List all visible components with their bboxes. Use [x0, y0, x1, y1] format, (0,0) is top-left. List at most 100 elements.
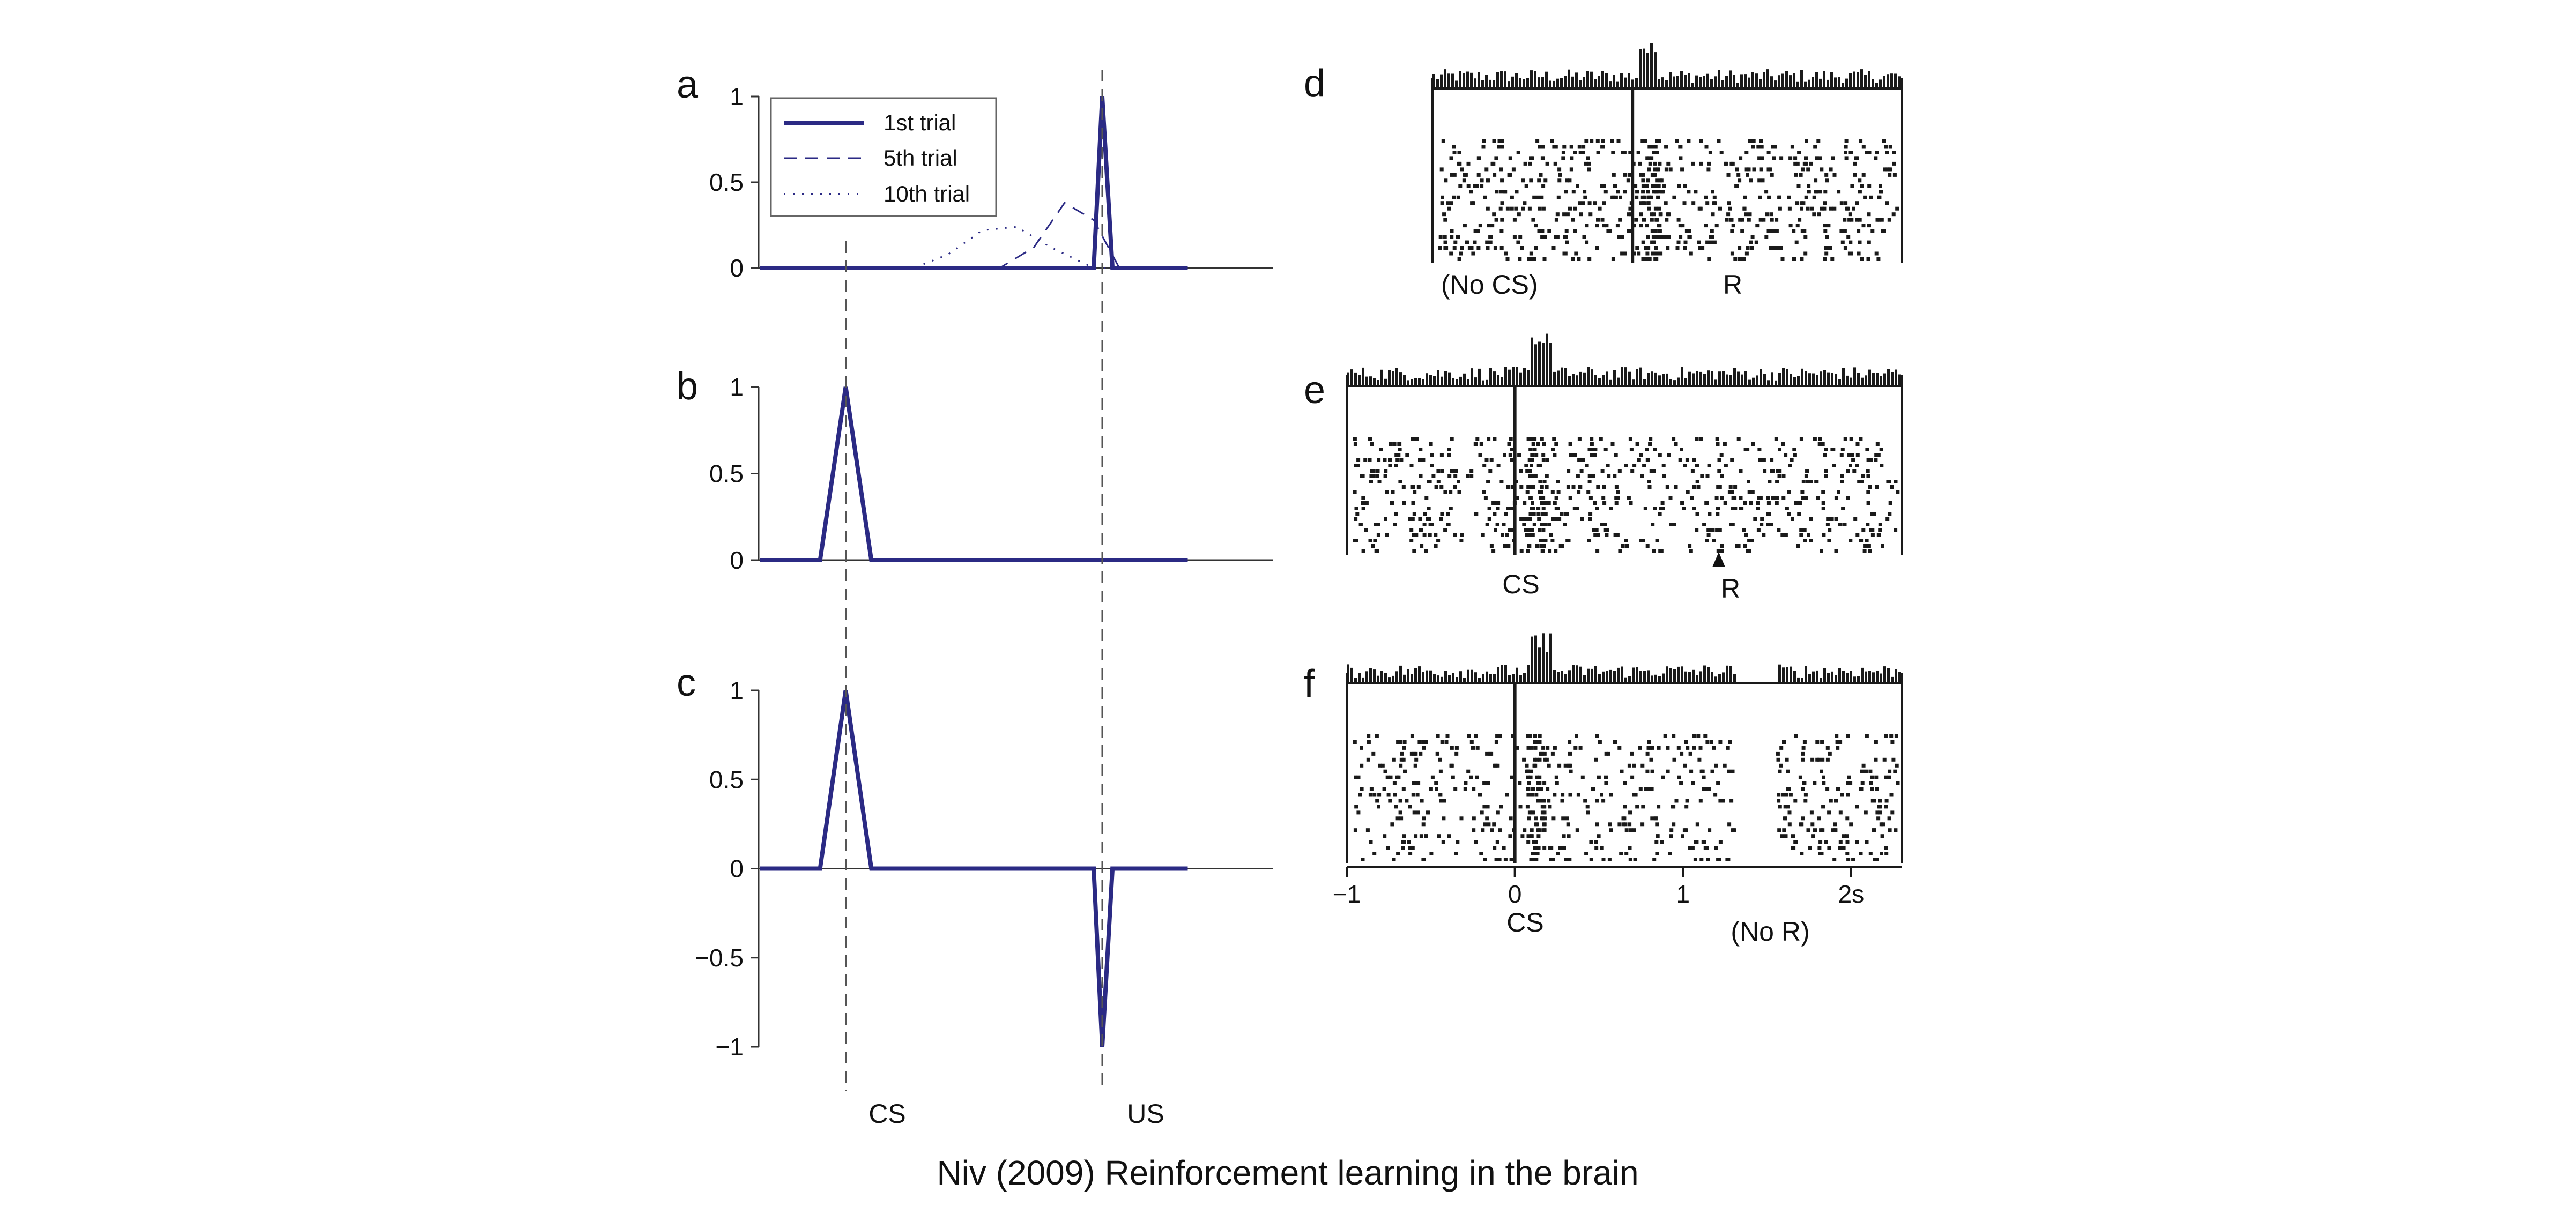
cs-axis-label: CS [868, 1099, 905, 1129]
spike-dot [1578, 485, 1583, 489]
spike-dot [1680, 448, 1683, 451]
spike-dot [1621, 816, 1625, 821]
spike-dot [1695, 437, 1699, 441]
spike-dot [1699, 858, 1704, 861]
spike-dot [1794, 173, 1798, 177]
histogram-bar [1628, 676, 1631, 683]
reward-label-d: R [1723, 270, 1742, 300]
spike-dot [1518, 235, 1523, 239]
spike-dot [1826, 517, 1830, 521]
spike-dot [1621, 544, 1625, 548]
histogram-bar [1602, 671, 1605, 683]
spike-dot [1679, 781, 1683, 785]
histogram-bar [1587, 668, 1590, 683]
histogram-bar [1684, 671, 1687, 683]
spike-dot [1837, 490, 1840, 494]
spike-dot [1497, 858, 1502, 861]
spike-dot [1874, 458, 1878, 462]
burst-dot [1526, 485, 1531, 489]
spike-dot [1627, 212, 1631, 217]
spike-dot [1720, 549, 1724, 553]
spike-dot [1678, 458, 1682, 462]
spike-dot [1719, 453, 1724, 457]
spike-dot [1804, 161, 1808, 166]
spike-dot [1417, 740, 1422, 744]
spike-dot [1724, 161, 1728, 166]
spike-dot [1609, 828, 1613, 832]
burst-dot [1542, 828, 1547, 832]
spike-dot [1664, 201, 1668, 205]
spike-dot [1803, 251, 1808, 256]
spike-dot [1806, 206, 1810, 211]
spike-dot [1860, 184, 1864, 188]
spike-dot [1580, 775, 1585, 779]
spike-dot [1894, 734, 1898, 738]
spike-dot [1617, 746, 1622, 750]
spike-dot [1684, 805, 1689, 809]
histogram-bar [1631, 79, 1634, 88]
spike-dot [1675, 246, 1680, 250]
spike-dot [1485, 523, 1489, 526]
spike-dot [1475, 184, 1479, 188]
spike-dot [1716, 512, 1720, 516]
spike-dot [1888, 145, 1892, 149]
spike-dot [1368, 437, 1372, 441]
spike-dot [1550, 490, 1555, 494]
spike-dot [1472, 787, 1476, 791]
spike-dot [1894, 528, 1898, 532]
spike-dot [1576, 793, 1580, 797]
spike-dot [1617, 469, 1622, 473]
spike-dot [1672, 523, 1676, 526]
spike-dot [1493, 437, 1497, 441]
spike-dot [1621, 822, 1625, 827]
histogram-bar [1591, 369, 1593, 386]
spike-dot [1843, 523, 1847, 526]
spike-dot [1884, 852, 1889, 855]
histogram-bar [1673, 380, 1676, 386]
spike-dot [1857, 251, 1861, 256]
histogram-bar [1703, 374, 1706, 386]
spike-dot [1692, 458, 1696, 462]
spike-dot [1595, 799, 1599, 803]
spike-dot [1775, 496, 1779, 500]
histogram-bar [1695, 75, 1698, 88]
spike-dot [1800, 490, 1805, 494]
spike-dot [1888, 167, 1892, 172]
spike-dot [1698, 206, 1703, 211]
burst-dot [1645, 251, 1650, 256]
spike-dot [1727, 822, 1732, 827]
histogram-bar [1775, 380, 1777, 386]
spike-dot [1655, 539, 1659, 542]
histogram-bar [1793, 377, 1796, 386]
spike-dot [1600, 469, 1605, 473]
spike-dot [1481, 828, 1485, 832]
spike-dot [1496, 507, 1500, 510]
spike-dot [1849, 539, 1853, 542]
spike-dot [1684, 229, 1689, 233]
spike-dot [1866, 469, 1870, 473]
histogram-bar [1395, 368, 1398, 386]
spike-dot [1553, 793, 1557, 797]
spike-dot [1668, 496, 1673, 500]
spike-dot [1583, 195, 1587, 199]
spike-dot [1585, 240, 1589, 244]
histogram-bar [1636, 369, 1638, 386]
spike-dot [1536, 828, 1540, 832]
spike-dot [1843, 246, 1847, 250]
burst-dot [1525, 763, 1529, 768]
spike-dot [1867, 544, 1871, 548]
spike-dot [1419, 834, 1423, 838]
histogram-bar [1621, 666, 1623, 683]
burst-dot [1530, 793, 1534, 797]
histogram-bar [1838, 77, 1840, 88]
histogram-bar [1369, 376, 1372, 386]
histogram-bar [1665, 80, 1668, 88]
histogram-bar [1744, 74, 1747, 88]
histogram-bar [1466, 71, 1469, 88]
spike-dot [1603, 523, 1607, 526]
histogram-bar [1688, 73, 1690, 88]
spike-dot [1845, 852, 1850, 855]
burst-dot [1528, 734, 1532, 738]
histogram-bar [1733, 368, 1736, 386]
spike-dot [1592, 528, 1596, 532]
